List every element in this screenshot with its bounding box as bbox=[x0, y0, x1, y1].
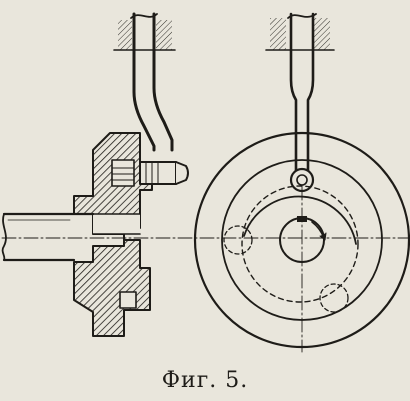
mechanism-drawing bbox=[1, 12, 410, 353]
follower-bottom bbox=[319, 283, 349, 313]
follower-left bbox=[223, 225, 253, 255]
upper-guide-right bbox=[265, 18, 335, 51]
cam-outline bbox=[243, 195, 357, 245]
roller-pin bbox=[139, 161, 189, 185]
hub-section bbox=[73, 132, 153, 337]
figure-caption: Фиг. 5. bbox=[161, 368, 249, 393]
side-section-view bbox=[1, 12, 409, 337]
connecting-rod bbox=[287, 12, 317, 193]
shaft bbox=[1, 212, 95, 262]
front-view bbox=[193, 12, 410, 353]
rod-left bbox=[130, 12, 174, 152]
upper-guide-left bbox=[113, 20, 176, 51]
cam-track bbox=[241, 185, 359, 303]
